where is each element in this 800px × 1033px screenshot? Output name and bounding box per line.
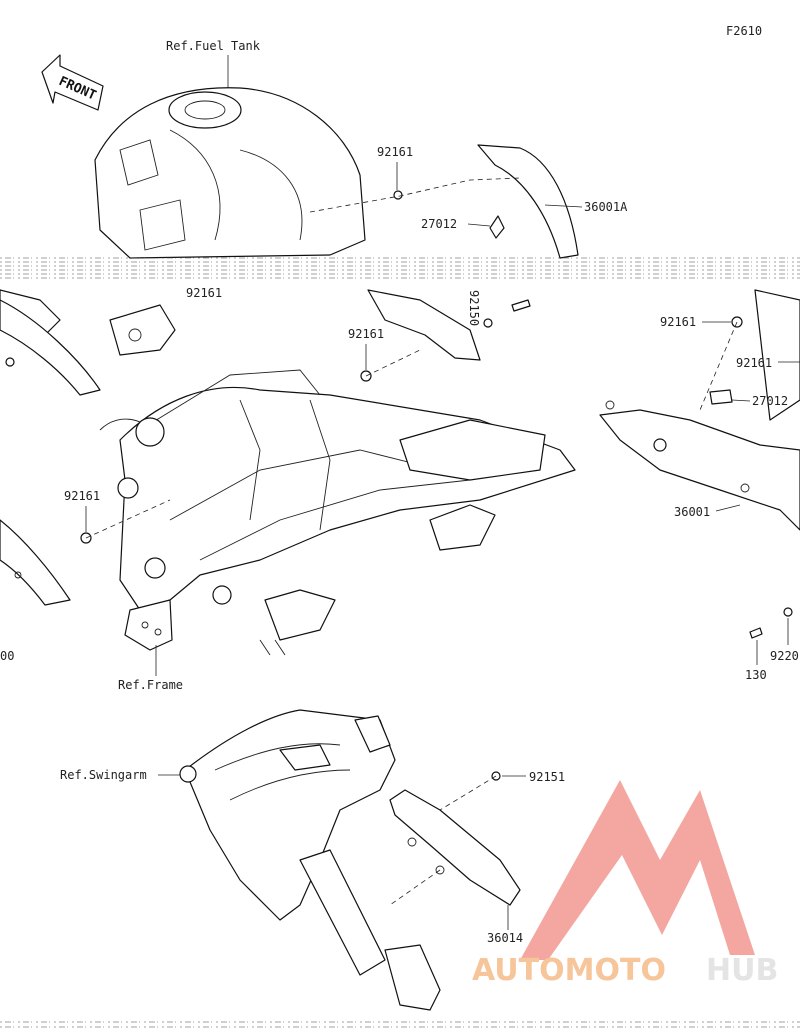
part-92161-left: 92161: [64, 489, 100, 503]
diagram-id: F2610: [726, 24, 762, 38]
watermark-text-part1: AUTOMOTO: [472, 953, 666, 988]
label-sticker-icon: [709, 389, 733, 405]
ref-frame-label: Ref.Frame: [118, 678, 183, 692]
grommet-icon: [483, 318, 493, 328]
watermark-logo: AUTOMOTO HUB: [472, 780, 778, 988]
part-36001: 36001: [674, 505, 710, 519]
ref-fuel-tank-label: Ref.Fuel Tank: [166, 39, 261, 53]
swingarm: [179, 709, 441, 1011]
washer-icon: [783, 607, 793, 617]
part-27012-top: 27012: [421, 217, 457, 231]
chain-guard-36014: [389, 789, 521, 906]
part-92161-frame-top: 92161: [348, 327, 384, 341]
part-92161-right-top: 92161: [660, 315, 696, 329]
main-frame: [99, 369, 576, 656]
part-92161-right-mid: 92161: [736, 356, 772, 370]
part-00-partial: 00: [0, 649, 14, 663]
part-92161-upper-left: 92161: [186, 286, 222, 300]
grommet-icon: [5, 357, 15, 367]
fuel-tank: [94, 87, 366, 259]
watermark-text-part2: HUB: [706, 953, 778, 988]
grommet-icon: [393, 190, 403, 200]
part-92150-partial: 92150: [467, 290, 481, 326]
label-sticker-icon: [489, 215, 505, 239]
part-36014: 36014: [487, 931, 523, 945]
ref-swingarm-label: Ref.Swingarm: [60, 768, 147, 782]
part-130: 130: [745, 668, 767, 682]
left-lower-cover: [0, 519, 71, 606]
side-cover-36001A: [477, 144, 579, 259]
part-92161-top: 92161: [377, 145, 413, 159]
scan-noise: [0, 257, 800, 1028]
part-9220-partial: 9220: [770, 649, 799, 663]
bolt-icon: [749, 627, 763, 639]
part-36001A: 36001A: [584, 200, 628, 214]
front-arrow-icon: FRONT: [41, 54, 104, 111]
side-cover-36001: [599, 289, 800, 531]
left-side-cover-partial: [0, 289, 176, 396]
bolt-icon: [511, 299, 531, 312]
part-27012-right: 27012: [752, 394, 788, 408]
center-bracket: [367, 289, 481, 361]
part-92151: 92151: [529, 770, 565, 784]
